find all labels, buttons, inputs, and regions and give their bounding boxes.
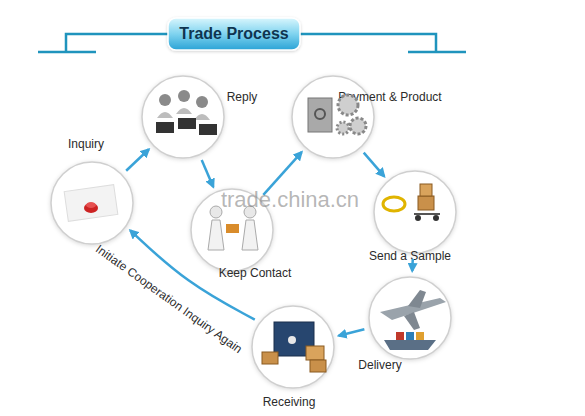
ship <box>384 340 436 350</box>
laptop <box>178 118 196 129</box>
warehouse-door <box>274 322 314 356</box>
circle-outline <box>251 305 335 389</box>
gear <box>337 122 349 134</box>
circle-shape <box>292 76 374 158</box>
delivery-illustration <box>380 290 446 350</box>
airplane-wing <box>404 312 420 330</box>
carton <box>310 360 326 372</box>
card <box>64 185 118 222</box>
process-circle: Reply <box>141 75 225 159</box>
flow-arrow <box>364 153 385 177</box>
trolley <box>414 213 440 215</box>
person-head <box>210 206 222 218</box>
red-button-top <box>86 202 96 208</box>
red-button <box>84 203 98 213</box>
sample-illustration <box>383 184 440 221</box>
wheel <box>415 215 421 221</box>
person-body <box>242 220 258 250</box>
step-label: Inquiry <box>68 137 104 151</box>
container <box>396 332 404 340</box>
carton <box>306 346 324 360</box>
carton <box>420 184 432 196</box>
flow-arrow <box>411 259 414 271</box>
bracket-line <box>300 34 436 52</box>
person-body <box>208 220 224 250</box>
circle-outline <box>368 276 452 360</box>
process-circle: Receiving <box>251 305 335 389</box>
person-head <box>178 90 190 102</box>
person-head <box>196 96 208 108</box>
bracket-line <box>38 51 96 54</box>
flow-arrow <box>202 160 214 187</box>
circle-outline <box>141 75 225 159</box>
circle-shape <box>142 76 224 158</box>
package <box>226 224 239 233</box>
process-circle: Inquiry <box>50 161 134 245</box>
step-label: Keep Contact <box>219 266 292 280</box>
gear <box>350 118 366 134</box>
circle-outline <box>50 161 134 245</box>
watermark: trade.china.cn <box>221 187 359 213</box>
keep-contact-illustration <box>208 206 258 250</box>
bracket-line <box>66 34 168 52</box>
reply-illustration <box>156 90 217 135</box>
safe <box>308 98 332 132</box>
circle-shape <box>252 306 334 388</box>
step-label: Delivery <box>358 358 401 372</box>
step-label: Payment & Product <box>338 90 441 104</box>
flow-arrow <box>126 149 149 170</box>
carton <box>262 352 278 364</box>
container <box>406 332 414 340</box>
payment-illustration <box>308 95 366 134</box>
process-circle: Payment & Product <box>291 75 375 159</box>
container <box>416 332 424 340</box>
laptop <box>156 122 174 133</box>
laptop <box>199 124 217 135</box>
airplane-wing <box>408 290 426 308</box>
bracket-line <box>408 51 466 54</box>
airplane-body <box>380 298 446 320</box>
person-head <box>159 94 171 106</box>
flow-arrow <box>339 329 365 335</box>
person-body <box>194 114 210 120</box>
safe-dial <box>315 109 325 119</box>
circle-outline <box>291 75 375 159</box>
process-circle: Send a Sample <box>373 170 457 254</box>
receiving-illustration <box>262 322 326 372</box>
person-head <box>288 336 296 344</box>
process-circle: Delivery <box>368 276 452 360</box>
gold-ring <box>383 197 405 211</box>
title-button <box>168 18 300 50</box>
diagram-title: Trade Process <box>168 18 300 50</box>
person-body <box>176 108 192 114</box>
carton <box>418 196 434 210</box>
step-label: Reply <box>227 90 258 104</box>
inquiry-illustration <box>64 185 118 222</box>
circle-shape <box>374 171 456 253</box>
gear <box>338 95 358 115</box>
step-label: Receiving <box>263 395 316 409</box>
circle-outline <box>373 170 457 254</box>
wheel <box>433 215 439 221</box>
circle-shape <box>51 162 133 244</box>
circle-shape <box>369 277 451 359</box>
step-label: Send a Sample <box>369 249 451 263</box>
person-body <box>157 112 173 118</box>
